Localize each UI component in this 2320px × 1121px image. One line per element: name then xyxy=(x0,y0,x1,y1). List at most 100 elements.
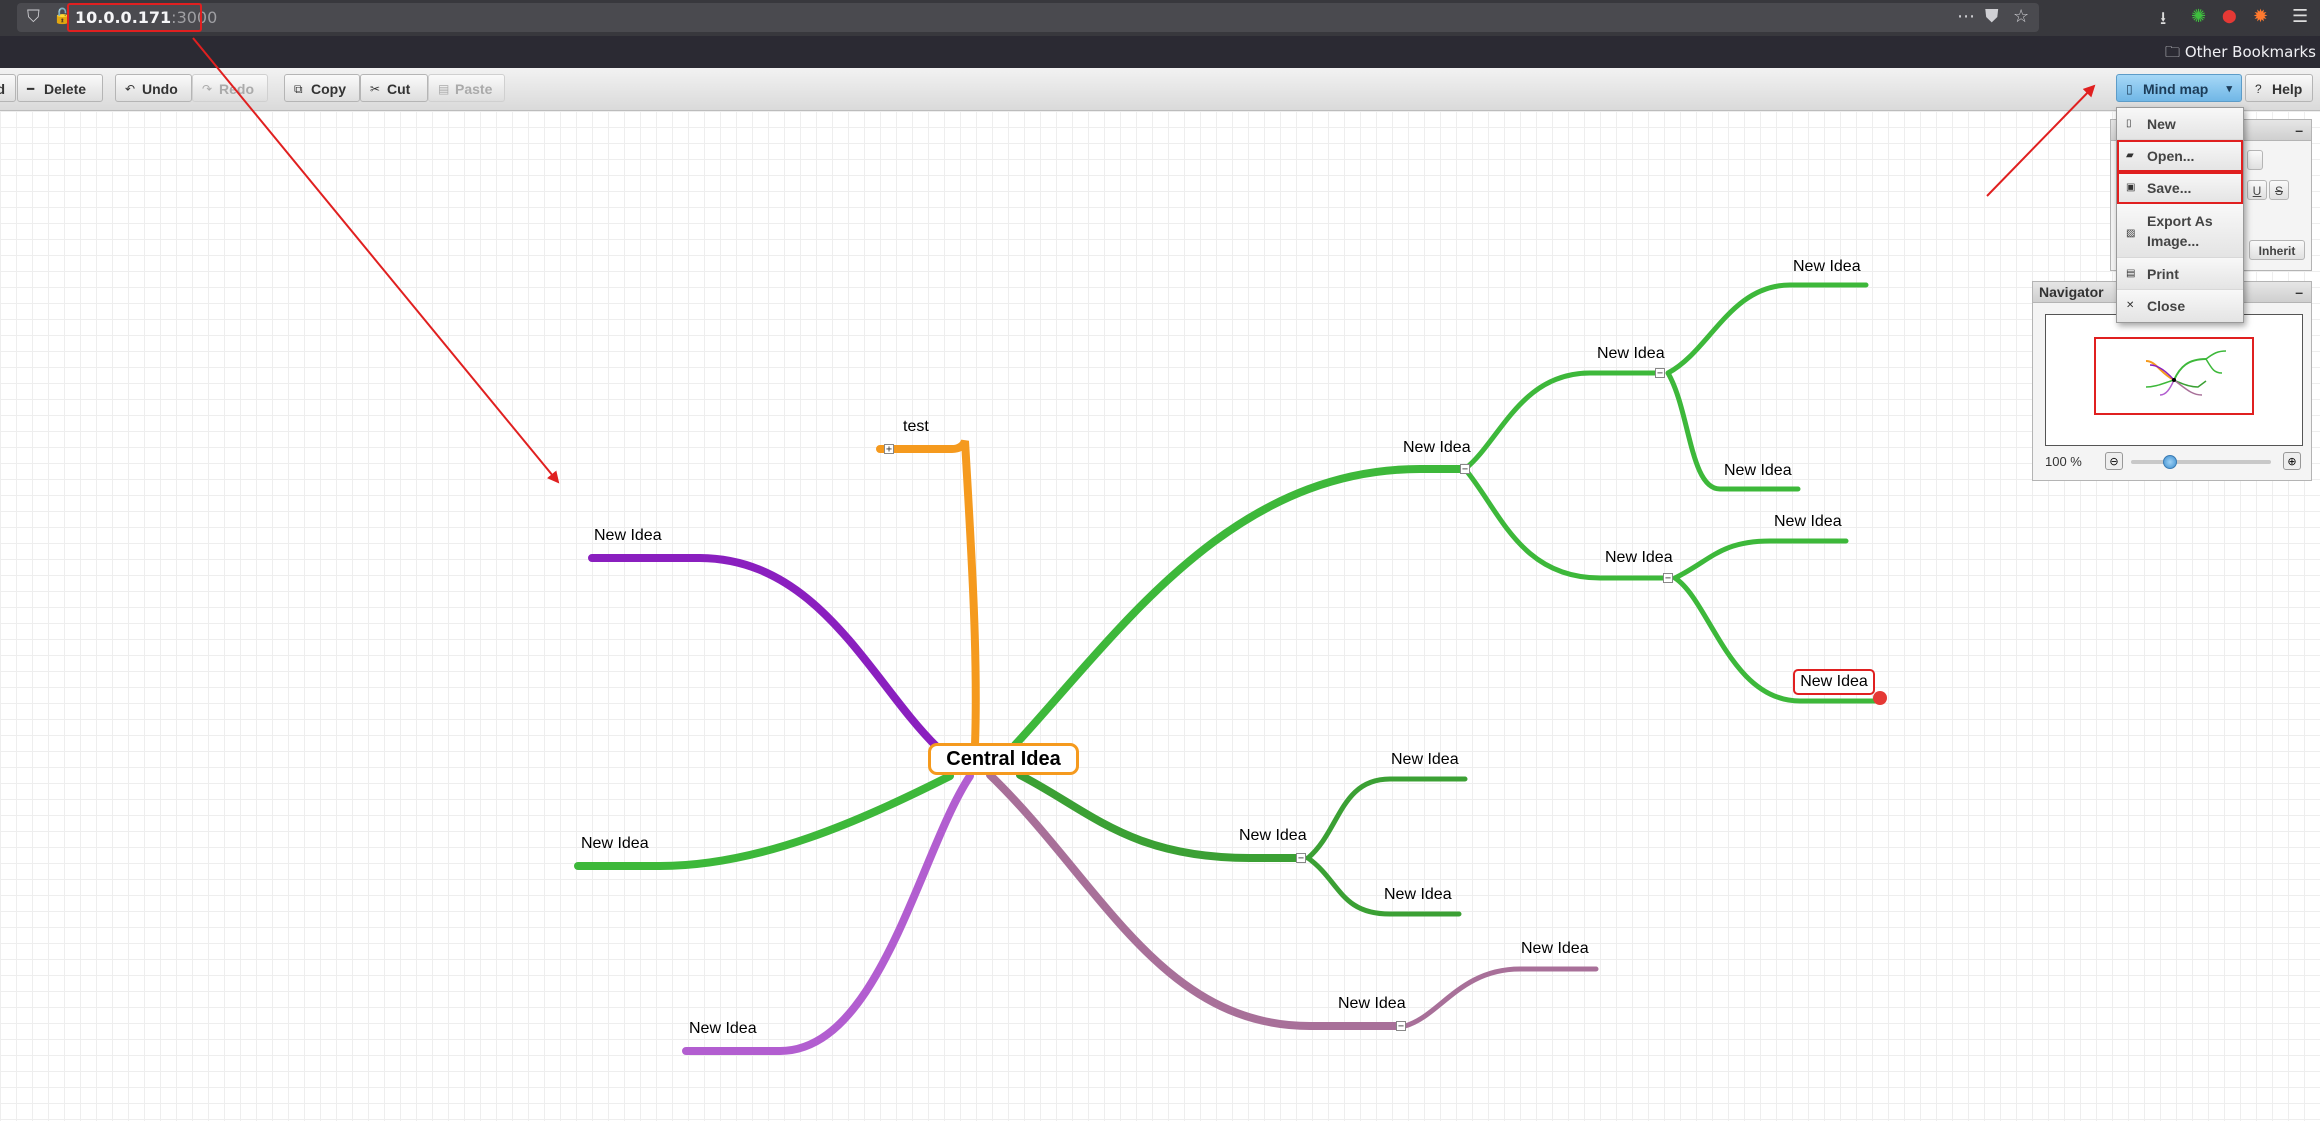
star-icon[interactable]: ☆ xyxy=(2013,6,2030,27)
collapse-toggle-right-upper[interactable]: − xyxy=(1655,368,1665,379)
extension-icon[interactable]: ✺ xyxy=(2191,6,2207,27)
help-button[interactable]: ?Help xyxy=(2245,74,2313,102)
app-toolbar: d ━Delete ↶Undo ↷Redo ⧉Copy ✂Cut ▤Paste … xyxy=(0,68,2320,111)
zoom-slider-thumb[interactable] xyxy=(2163,455,2177,469)
underline-button[interactable]: U xyxy=(2247,180,2267,200)
paste-button[interactable]: ▤Paste xyxy=(428,74,505,102)
branch-right-upper-b xyxy=(1665,370,1801,492)
pocket-icon[interactable]: ⛊ xyxy=(1985,6,1999,27)
zoom-out-icon[interactable]: ⊖ xyxy=(2105,452,2123,470)
node-mauve-child[interactable]: New Idea xyxy=(1521,940,1589,957)
image-icon: ▨ xyxy=(2126,228,2136,239)
folder-icon: 🗀 xyxy=(2165,43,2185,61)
collapse-toggle-mid-right[interactable]: − xyxy=(1296,853,1306,864)
other-bookmarks-label: Other Bookmarks xyxy=(2184,43,2316,61)
menu-item-new[interactable]: ▯New xyxy=(2117,108,2243,140)
node-test[interactable]: test xyxy=(903,418,929,435)
node-right-main[interactable]: New Idea xyxy=(1403,439,1471,456)
node-mid-right[interactable]: New Idea xyxy=(1239,827,1307,844)
other-bookmarks[interactable]: 🗀 Other Bookmarks xyxy=(2165,42,2316,67)
add-button-partial[interactable]: d xyxy=(0,74,16,102)
copy-button[interactable]: ⧉Copy xyxy=(284,74,360,102)
delete-button[interactable]: ━ Delete xyxy=(17,74,103,102)
node-mauve[interactable]: New Idea xyxy=(1338,995,1406,1012)
ublock-icon[interactable]: ⬤ xyxy=(2222,9,2237,24)
drag-handle[interactable] xyxy=(1873,691,1887,705)
navigator-viewport[interactable] xyxy=(2045,314,2303,446)
central-idea-node[interactable]: Central Idea xyxy=(928,743,1079,775)
branch-right-lower-b xyxy=(1672,575,1883,704)
fox-icon[interactable]: ✹ xyxy=(2253,6,2269,27)
url-bar[interactable]: ⛉ 🔓 10.0.0.171:3000 ⋯ ⛊ ☆ xyxy=(17,3,2039,32)
node-right-upper[interactable]: New Idea xyxy=(1597,345,1665,362)
node-mid-right-b[interactable]: New Idea xyxy=(1384,886,1452,903)
node-right-lower-b-selected[interactable]: New Idea xyxy=(1793,669,1875,695)
menu-item-close[interactable]: ✕ Close xyxy=(2117,290,2243,322)
branch-mauve-child xyxy=(1402,966,1599,1029)
collapse-toggle-right-lower[interactable]: − xyxy=(1663,573,1673,584)
menu-save-label: Save... xyxy=(2147,180,2192,196)
menu-item-print[interactable]: ▤Print xyxy=(2117,258,2243,290)
paste-label: Paste xyxy=(455,81,493,97)
zoom-slider[interactable] xyxy=(2131,455,2271,469)
strikethrough-button[interactable]: S xyxy=(2269,180,2289,200)
menu-open-label: Open... xyxy=(2147,148,2195,164)
node-green-left[interactable]: New Idea xyxy=(581,835,649,852)
zoom-in-icon[interactable]: ⊕ xyxy=(2283,452,2301,470)
minimize-icon[interactable]: – xyxy=(2295,122,2303,138)
inherit-button[interactable]: Inherit xyxy=(2249,240,2305,260)
node-right-lower-a[interactable]: New Idea xyxy=(1774,513,1842,530)
branch-green-left xyxy=(574,772,954,870)
style-button[interactable] xyxy=(2247,150,2263,170)
expand-toggle-test[interactable]: + xyxy=(884,444,894,455)
delete-label: Delete xyxy=(44,81,87,97)
branch-right-lower-a xyxy=(1672,538,1849,581)
hamburger-menu-icon[interactable]: ☰ xyxy=(2292,6,2309,27)
branch-right-lower xyxy=(1462,466,1671,581)
mind-map-menu-button[interactable]: ▯Mind map▾ xyxy=(2116,74,2242,102)
collapse-toggle-mauve[interactable]: − xyxy=(1396,1021,1406,1032)
menu-item-save[interactable]: ▣Save... xyxy=(2117,172,2243,204)
branch-purple xyxy=(588,554,941,751)
collapse-toggle-right-main[interactable]: − xyxy=(1460,464,1470,475)
node-right-lower[interactable]: New Idea xyxy=(1605,549,1673,566)
redo-button[interactable]: ↷Redo xyxy=(192,74,268,102)
node-lilac-bottom[interactable]: New Idea xyxy=(689,1020,757,1037)
document-icon: ▯ xyxy=(2126,82,2133,96)
branch-test xyxy=(876,439,980,749)
cut-button[interactable]: ✂Cut xyxy=(360,74,428,102)
mind-map-canvas[interactable]: + − − − − − Central Idea test New Idea N… xyxy=(0,111,2320,1121)
node-right-upper-b[interactable]: New Idea xyxy=(1724,462,1792,479)
undo-button[interactable]: ↶ Undo xyxy=(115,74,192,102)
branch-lilac xyxy=(682,772,974,1055)
help-label: Help xyxy=(2272,81,2303,97)
branch-mid-right-b xyxy=(1305,855,1462,917)
zoom-level: 100 % xyxy=(2045,454,2082,469)
node-purple-top[interactable]: New Idea xyxy=(594,527,662,544)
branch-mid-right xyxy=(1016,771,1307,862)
node-mid-right-a[interactable]: New Idea xyxy=(1391,751,1459,768)
browser-toolbar: ⛉ 🔓 10.0.0.171:3000 ⋯ ⛊ ☆ ⭳ ✺ ⬤ ✹ ☰ xyxy=(0,0,2320,36)
menu-close-label: Close xyxy=(2147,298,2186,314)
undo-label: Undo xyxy=(142,81,178,97)
minus-icon: ━ xyxy=(27,82,35,96)
node-right-upper-a[interactable]: New Idea xyxy=(1793,258,1861,275)
navigator-visible-area[interactable] xyxy=(2094,337,2254,415)
more-icon[interactable]: ⋯ xyxy=(1957,6,1975,27)
shield-icon[interactable]: ⛉ xyxy=(27,7,40,27)
menu-export-line1: Export As xyxy=(2147,213,2213,229)
close-icon: ✕ xyxy=(2126,300,2135,311)
navigator-minimap xyxy=(2145,350,2227,396)
minimize-icon[interactable]: – xyxy=(2295,284,2303,300)
branch-right-main xyxy=(1011,465,1469,749)
branch-mauve xyxy=(986,771,1405,1030)
menu-item-open[interactable]: ▰Open... xyxy=(2117,140,2243,172)
download-icon[interactable]: ⭳ xyxy=(2160,8,2167,29)
undo-icon: ↶ xyxy=(125,82,136,96)
branch-mid-right-a xyxy=(1305,776,1468,861)
add-button-label: d xyxy=(0,81,5,97)
url-text[interactable]: 10.0.0.171:3000 xyxy=(75,8,217,27)
redo-label: Redo xyxy=(219,81,254,97)
